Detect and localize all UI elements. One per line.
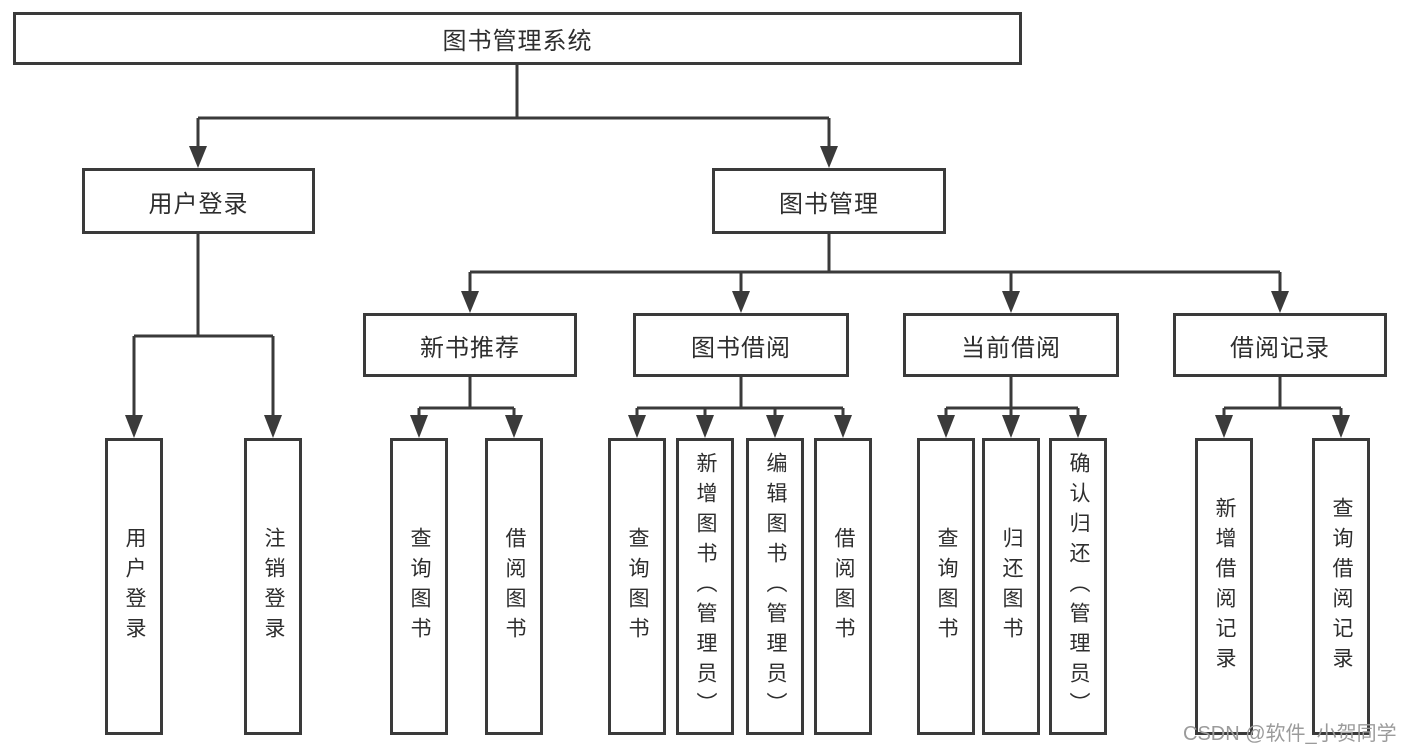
leaf-query-books-current: 查询图书 [917, 438, 975, 735]
arrow-down-icon [1271, 291, 1289, 313]
arrow-down-icon [505, 415, 523, 438]
leaf-query-borrow-record: 查询借阅记录 [1312, 438, 1370, 735]
current-borrow-fan [937, 377, 1087, 438]
node-root: 图书管理系统 [13, 12, 1022, 65]
arrow-down-icon [834, 415, 852, 438]
arrow-down-icon [189, 146, 207, 168]
leaf-edit-book-admin: 编辑图书（管理员） [746, 438, 804, 735]
node-user-login: 用户登录 [82, 168, 315, 234]
arrow-down-icon [628, 415, 646, 438]
root-fan [189, 64, 838, 168]
arrow-down-icon [410, 415, 428, 438]
leaf-user-login: 用户登录 [105, 438, 163, 735]
node-new-book-recommend: 新书推荐 [363, 313, 577, 377]
book-borrow-fan [628, 377, 852, 438]
arrow-down-icon [1002, 415, 1020, 438]
leaf-add-borrow-record: 新增借阅记录 [1195, 438, 1253, 735]
user-login-fan [125, 234, 282, 438]
node-book-management: 图书管理 [712, 168, 946, 234]
leaf-add-book-admin: 新增图书（管理员） [676, 438, 734, 735]
leaf-logout: 注销登录 [244, 438, 302, 735]
arrow-down-icon [696, 415, 714, 438]
arrow-down-icon [1215, 415, 1233, 438]
arrow-down-icon [820, 146, 838, 168]
node-current-borrow: 当前借阅 [903, 313, 1119, 377]
borrow-records-fan [1215, 377, 1350, 438]
leaf-borrow-books-borrow: 借阅图书 [814, 438, 872, 735]
arrow-down-icon [732, 291, 750, 313]
book-management-fan [461, 234, 1289, 313]
leaf-return-book: 归还图书 [982, 438, 1040, 735]
leaf-borrow-books-recommend: 借阅图书 [485, 438, 543, 735]
arrow-down-icon [937, 415, 955, 438]
arrow-down-icon [766, 415, 784, 438]
arrow-down-icon [264, 415, 282, 438]
node-borrow-records: 借阅记录 [1173, 313, 1387, 377]
arrow-down-icon [125, 415, 143, 438]
arrow-down-icon [461, 291, 479, 313]
leaf-query-books-recommend: 查询图书 [390, 438, 448, 735]
node-book-borrow: 图书借阅 [633, 313, 849, 377]
leaf-query-books-borrow: 查询图书 [608, 438, 666, 735]
leaf-confirm-return-admin: 确认归还（管理员） [1049, 438, 1107, 735]
watermark: CSDN @软件_小贺同学 [1183, 723, 1397, 745]
new-book-recommend-fan [410, 377, 523, 438]
arrow-down-icon [1332, 415, 1350, 438]
arrow-down-icon [1069, 415, 1087, 438]
arrow-down-icon [1002, 291, 1020, 313]
